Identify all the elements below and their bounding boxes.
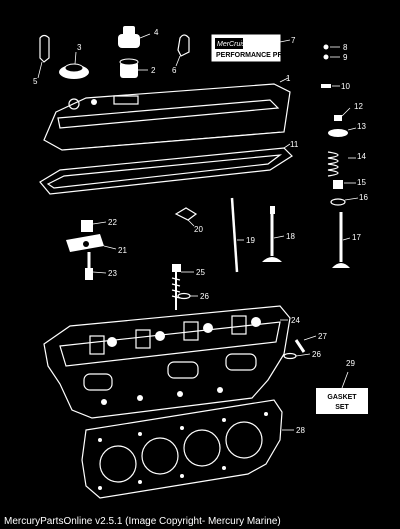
part-valve-spring-stack <box>327 107 359 206</box>
part-rocker-arm <box>66 220 117 280</box>
callout-8: 8 <box>343 43 348 52</box>
callout-17: 17 <box>352 233 361 242</box>
callout-10: 10 <box>341 82 350 91</box>
image-caption: MercuryPartsOnline v2.5.1 (Image Copyrig… <box>4 516 281 527</box>
part-bracket-left <box>37 34 50 79</box>
callout-22: 22 <box>108 218 117 227</box>
part-valve-right <box>332 212 351 268</box>
callout-13: 13 <box>357 122 366 131</box>
callout-4: 4 <box>154 28 159 37</box>
gasket-set-line1: GASKET <box>327 394 357 401</box>
callout-27: 27 <box>318 332 327 341</box>
callout-7: 7 <box>291 36 296 45</box>
callout-23: 23 <box>108 269 117 278</box>
callout-24: 24 <box>291 316 300 325</box>
part-cylinder-head <box>43 305 291 419</box>
callout-5: 5 <box>33 77 38 86</box>
callout-14: 14 <box>357 152 366 161</box>
callout-21: 21 <box>118 246 127 255</box>
brand-subtitle: PERFORMANCE PRODUCTS <box>216 52 312 59</box>
part-grommet <box>119 58 148 78</box>
part-head-gasket <box>81 399 294 499</box>
callout-26-b: 26 <box>312 350 321 359</box>
callout-2: 2 <box>151 66 156 75</box>
callout-12: 12 <box>354 102 363 111</box>
callout-15: 15 <box>357 178 366 187</box>
callout-6: 6 <box>172 66 177 75</box>
callout-19: 19 <box>246 236 255 245</box>
callout-1: 1 <box>286 74 291 83</box>
callout-labels: 1 2 3 4 5 6 7 8 9 10 11 12 13 14 15 16 1… <box>33 28 368 435</box>
part-breather <box>118 26 151 48</box>
callout-18: 18 <box>286 232 295 241</box>
callout-28: 28 <box>296 426 305 435</box>
part-plug-washer <box>283 335 317 360</box>
gasket-set-line2: SET <box>335 404 349 411</box>
part-brand-plate: MerCruiser PERFORMANCE PRODUCTS <box>211 34 312 62</box>
part-bracket-right <box>175 34 190 67</box>
gasket-set-box: GASKET SET <box>316 371 368 414</box>
callout-20: 20 <box>194 225 203 234</box>
callout-9: 9 <box>343 53 348 62</box>
callout-16: 16 <box>359 193 368 202</box>
part-valve-cover <box>43 77 291 151</box>
part-cover-gasket <box>39 143 293 195</box>
callout-26-a: 26 <box>200 292 209 301</box>
callout-3: 3 <box>77 43 82 52</box>
part-valve-left <box>262 206 285 262</box>
part-pushrod <box>230 197 244 273</box>
part-guide-plate <box>174 207 198 227</box>
brand-logo-text: MerCruiser <box>217 41 252 48</box>
part-small-fasteners <box>321 44 340 88</box>
part-head-bolt <box>171 264 198 310</box>
callout-25: 25 <box>196 268 205 277</box>
part-filler-cap <box>59 51 89 79</box>
callout-29: 29 <box>346 359 355 368</box>
callout-11: 11 <box>290 140 299 149</box>
